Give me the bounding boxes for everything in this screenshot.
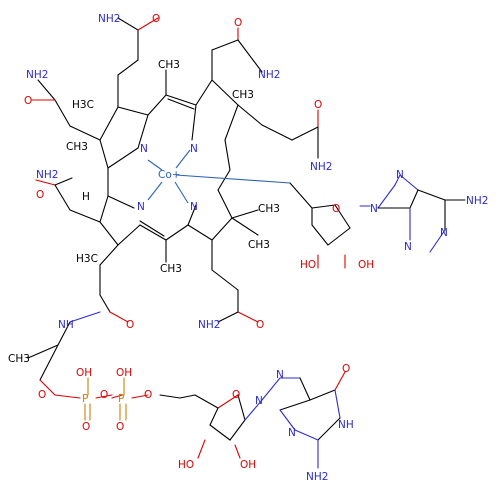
cobalt-coordination-bonds <box>147 149 291 204</box>
guanosine-oh-2: OH <box>240 459 256 471</box>
adenosine-ring-o: O <box>332 203 340 215</box>
phosphorus-2: P <box>118 393 124 405</box>
methyl-lower-left: H3C <box>76 253 98 265</box>
side-chain-bonds <box>27 17 319 396</box>
phosphate-bonds <box>54 377 181 421</box>
adenine-n9: N <box>370 203 378 215</box>
amide-o-right: O <box>314 99 322 111</box>
ring-d-hydrogen: H <box>82 191 90 203</box>
ring-b-nitrogen: N <box>190 143 198 155</box>
adenine-n1: N <box>440 227 448 239</box>
atom-labels: Co+ N N N N NH2 O NH2 O O NH2 O NH2 NH2 … <box>8 13 488 483</box>
amide-nh2-left: NH2 <box>26 69 48 81</box>
guanosine-ho-1: HO <box>178 459 194 471</box>
guanosine-ring-o: O <box>232 389 240 401</box>
phosphate-oh-1: OH <box>76 367 92 379</box>
methyl-c-1: CH3 <box>258 203 280 215</box>
loop-amide-o: O <box>126 319 134 331</box>
adenosine-bonds <box>289 174 466 269</box>
amide-o-left: O <box>24 95 32 107</box>
methyl-upper-left: H3C <box>72 99 94 111</box>
phosphate-ester-o-1: O <box>38 389 46 401</box>
ring-a-nitrogen: N <box>140 143 148 155</box>
phosphorus-1: P <box>82 393 88 405</box>
adenine-n3: N <box>404 241 412 253</box>
guanine-n9: N <box>255 395 263 407</box>
guanine-nh2: NH2 <box>306 471 328 483</box>
amide-nh2-top: NH2 <box>98 13 120 25</box>
guanine-o6: O <box>342 363 350 375</box>
guanine-n7: N <box>276 369 284 381</box>
methyl-left: CH3 <box>66 141 88 153</box>
ring-d-nitrogen: N <box>137 201 145 213</box>
amide-nh2-bottom: NH2 <box>198 319 220 331</box>
amide-o-lower-left: O <box>36 189 44 201</box>
corrin-ring-bonds <box>99 69 239 263</box>
methyl-top: CH3 <box>158 59 180 71</box>
loop-amide-nh: NH <box>58 319 74 331</box>
amide-nh2-upper-right: NH2 <box>258 69 280 81</box>
adenine-nh2: NH2 <box>466 195 488 207</box>
amide-o-bottom: O <box>256 319 264 331</box>
phosphate-ester-o-2: O <box>144 389 152 401</box>
methyl-bottom: CH3 <box>160 263 182 275</box>
phosphate-oh-2: OH <box>116 367 132 379</box>
amide-nh2-right: NH2 <box>310 161 332 173</box>
methyl-upper-right: CH3 <box>232 89 254 101</box>
ring-c-nitrogen: N <box>190 201 198 213</box>
adenine-n7: N <box>396 169 404 181</box>
methyl-isopropyl: CH3 <box>8 353 30 365</box>
amide-o-upper-right: O <box>234 17 242 29</box>
cobalt-label: Co+ <box>158 169 181 181</box>
methyl-c-2: CH3 <box>248 239 270 251</box>
guanosine-bonds <box>179 371 346 469</box>
adenosine-oh-2: OH <box>358 259 374 271</box>
adenosine-ho-1: HO <box>300 259 316 271</box>
phosphate-o-1: O <box>82 421 90 433</box>
amide-nh2-lower-left: NH2 <box>36 169 58 181</box>
amide-o-top: O <box>152 13 160 25</box>
guanine-n1h: NH <box>338 419 354 431</box>
guanine-n3: N <box>288 427 296 439</box>
phosphate-bridge-o: O <box>100 389 108 401</box>
phosphate-o-2: O <box>116 421 124 433</box>
